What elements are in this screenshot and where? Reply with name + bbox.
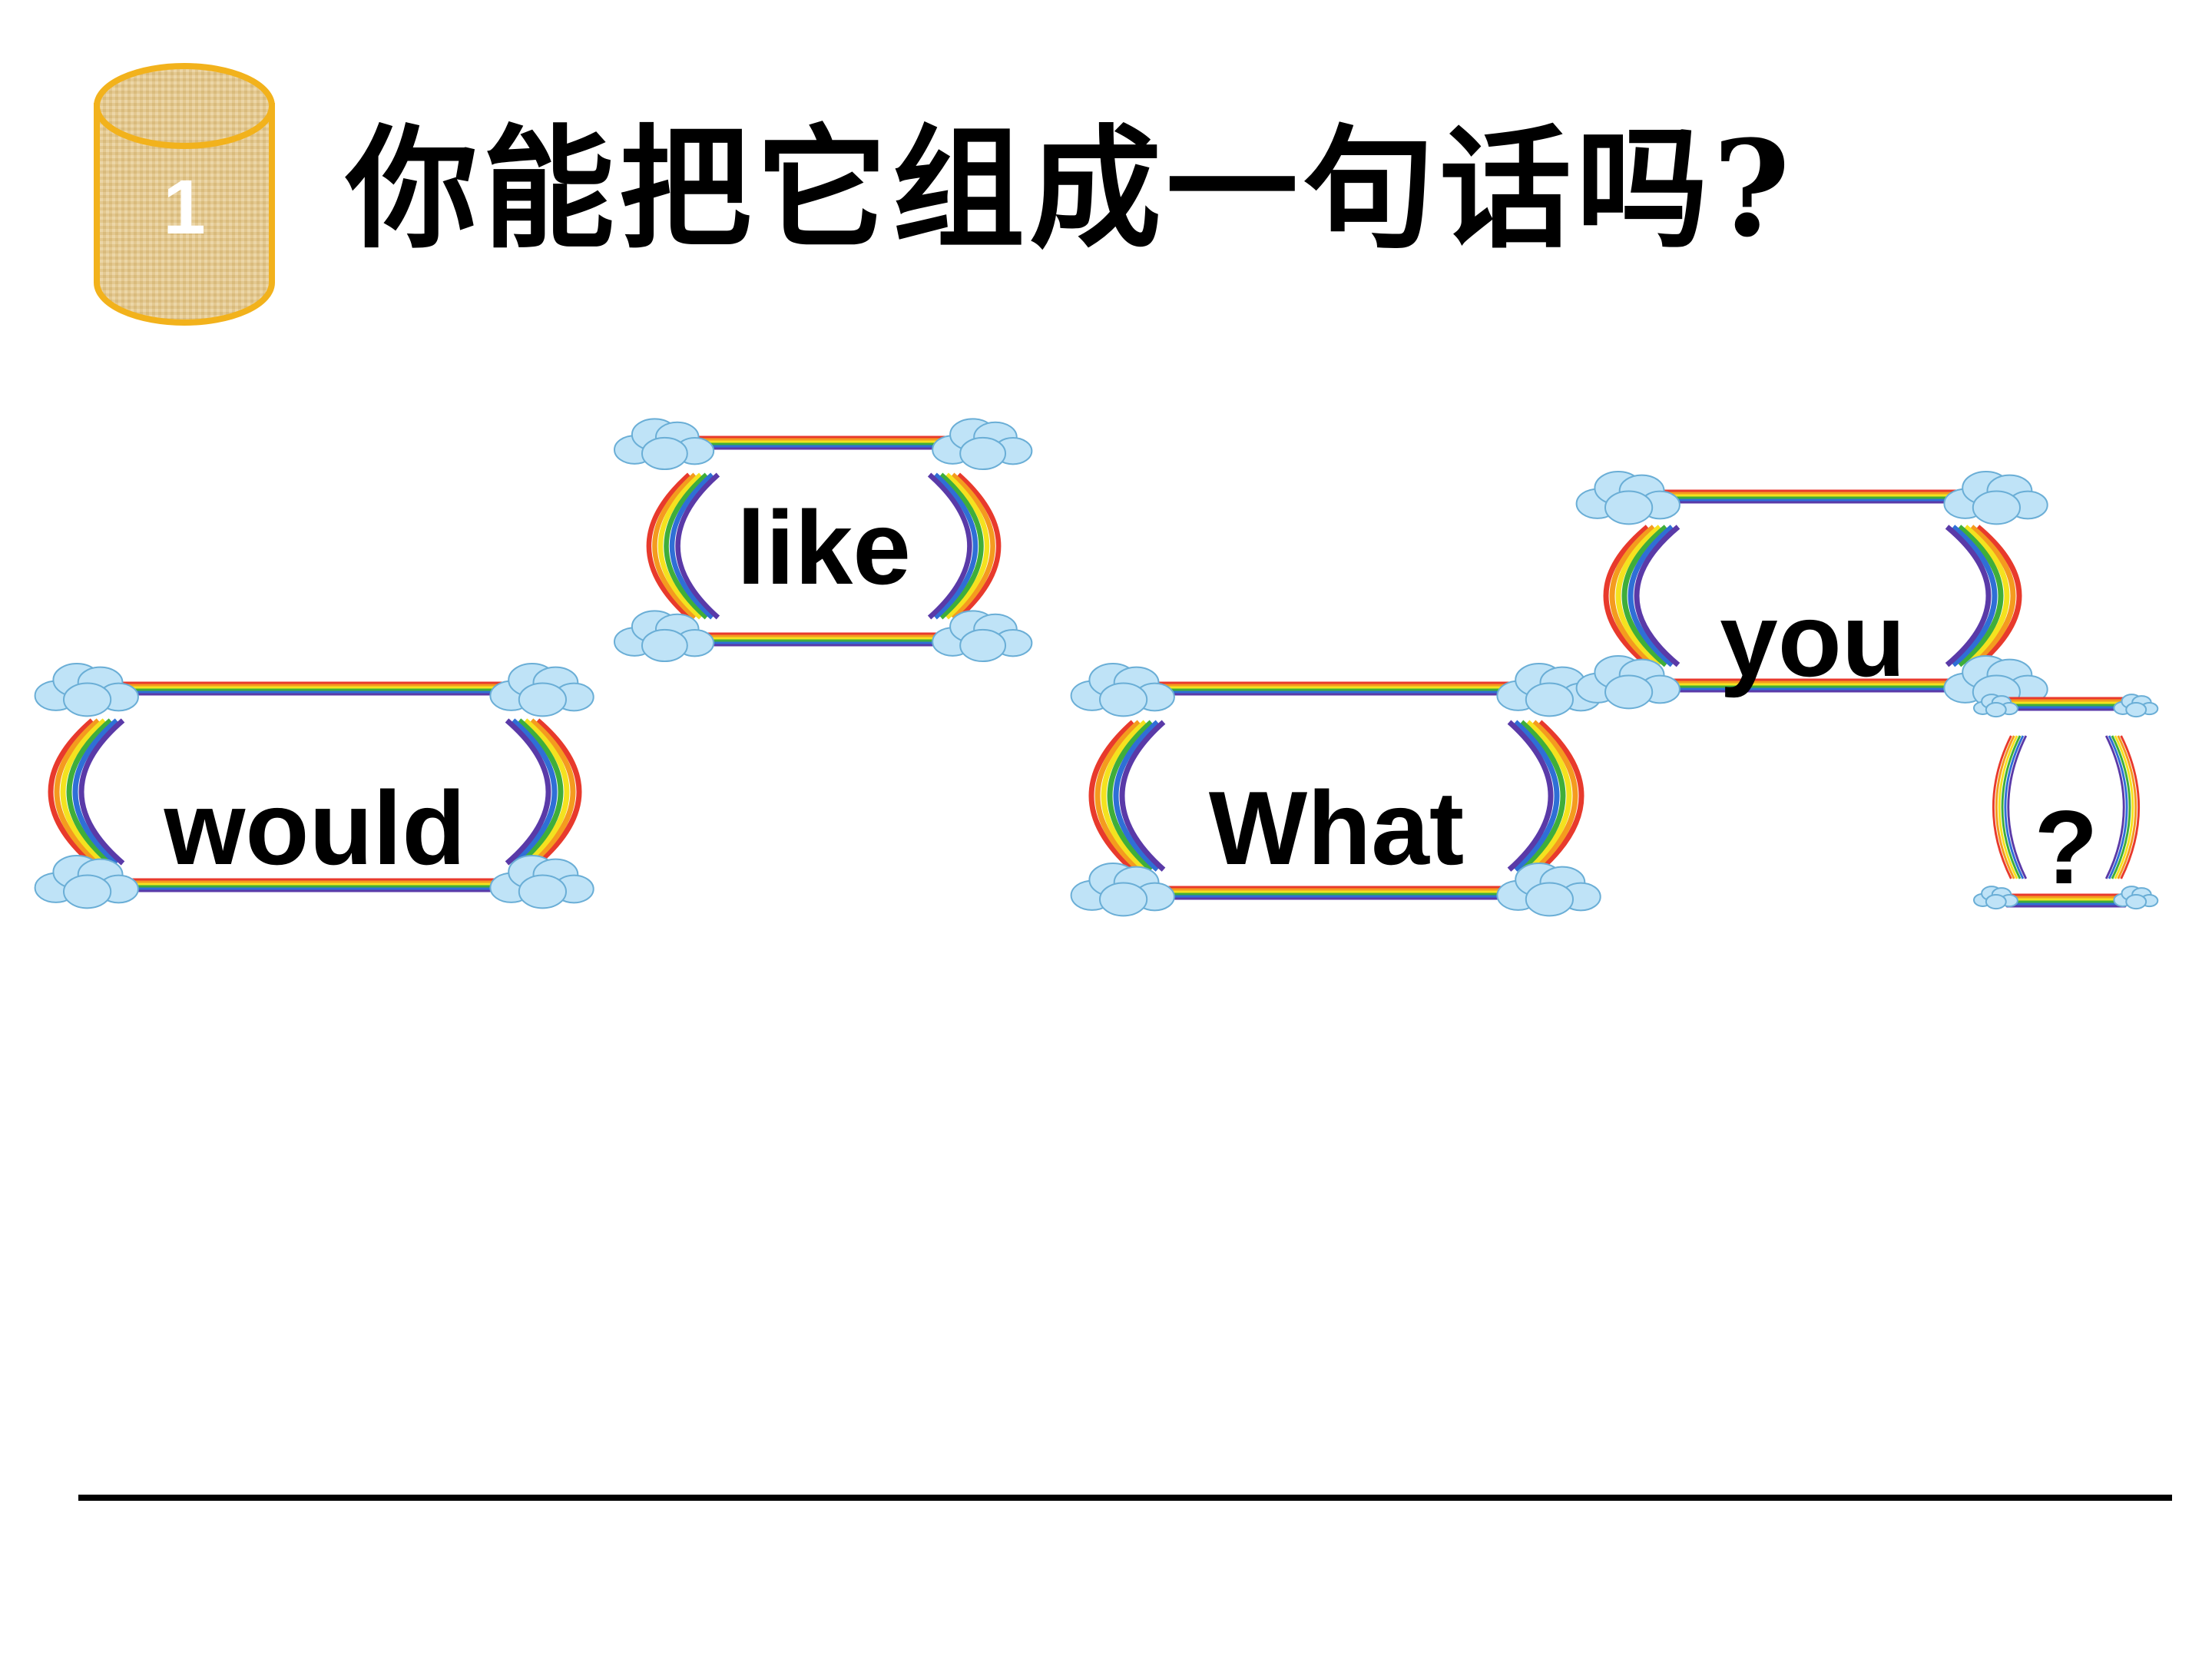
word-card-question-mark[interactable]: ? — [1973, 687, 2159, 918]
word-card-you[interactable]: you — [1571, 470, 2055, 710]
rainbow-frame-icon — [34, 662, 594, 909]
rainbow-frame-icon — [1973, 694, 2159, 910]
cylinder-badge-icon — [94, 63, 275, 326]
badge-number: 1 — [163, 164, 206, 250]
number-badge — [91, 60, 278, 329]
word-label: like — [737, 489, 911, 606]
word-card-what[interactable]: What — [1056, 662, 1617, 917]
rainbow-frame-icon — [1575, 470, 2048, 710]
word-label: ? — [2034, 789, 2098, 906]
word-label: would — [164, 770, 466, 886]
page-title: 你能把它组成一句话吗? — [346, 111, 1795, 267]
word-label: What — [1208, 770, 1465, 886]
rainbow-frame-icon — [614, 418, 1033, 663]
rainbow-frame-icon — [1070, 662, 1601, 917]
word-card-would[interactable]: would — [15, 662, 614, 909]
word-label: you — [1720, 581, 1906, 698]
answer-line — [78, 1495, 2172, 1501]
word-card-like[interactable]: like — [614, 418, 1033, 663]
